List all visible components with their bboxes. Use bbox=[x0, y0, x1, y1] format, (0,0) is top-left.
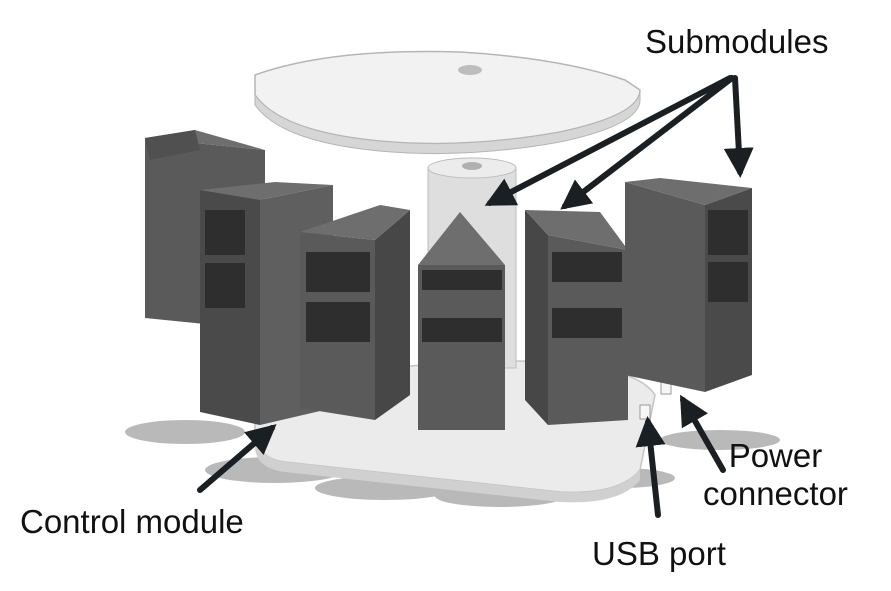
arrow-power-connector bbox=[680, 394, 726, 473]
submodule-center bbox=[418, 212, 505, 430]
submodules-label: Submodules bbox=[645, 23, 829, 60]
usb-port-label: USB port bbox=[592, 535, 726, 572]
power-connector-label-line1: Power bbox=[728, 437, 823, 474]
power-connector-label: Power connector bbox=[703, 437, 848, 513]
submodule-center-left bbox=[300, 205, 410, 420]
callout-arrows bbox=[197, 75, 754, 518]
arrow-submodules-1 bbox=[484, 75, 733, 206]
arrow-submodules-3 bbox=[723, 75, 754, 178]
arrow-control-module bbox=[197, 424, 277, 493]
arrow-usb-port bbox=[635, 416, 666, 518]
arrow-submodules-2 bbox=[560, 75, 735, 210]
submodule-right bbox=[625, 178, 752, 392]
power-connector-label-line2: connector bbox=[703, 474, 848, 512]
submodule-center-right bbox=[525, 210, 628, 425]
top-disk bbox=[254, 50, 641, 155]
control-module-label: Control module bbox=[20, 503, 244, 540]
